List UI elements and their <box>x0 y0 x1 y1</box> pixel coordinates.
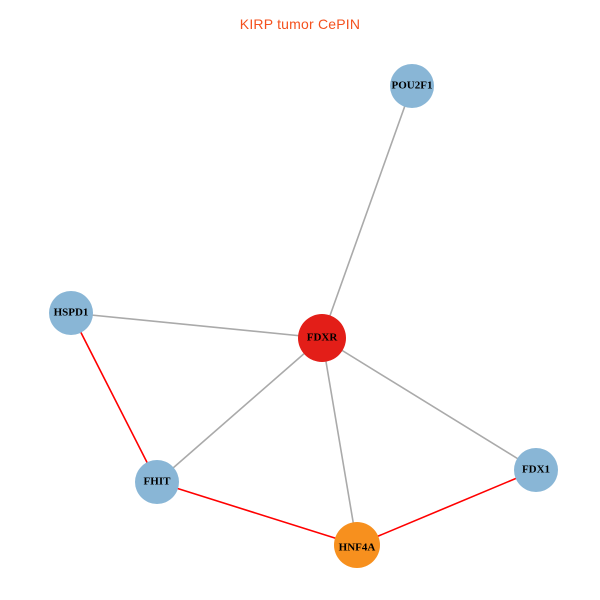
node-fdx1[interactable]: FDX1 <box>514 448 558 492</box>
edge-hspd1-fdxr <box>70 312 323 339</box>
node-fhit[interactable]: FHIT <box>135 460 179 504</box>
node-hspd1[interactable]: HSPD1 <box>49 291 93 335</box>
node-circle-fdxr[interactable] <box>298 314 346 362</box>
node-circle-fhit[interactable] <box>135 460 179 504</box>
edge-fdxr-fdx1 <box>321 337 537 471</box>
node-hnf4a[interactable]: HNF4A <box>334 522 380 568</box>
node-circle-hnf4a[interactable] <box>334 522 380 568</box>
edge-hnf4a-fdx1 <box>356 469 537 546</box>
edge-fhit-hnf4a <box>156 481 358 546</box>
node-circle-fdx1[interactable] <box>514 448 558 492</box>
node-pou2f1[interactable]: POU2F1 <box>390 64 434 108</box>
edge-layer <box>70 85 537 546</box>
page-title: KIRP tumor CePIN <box>239 16 361 32</box>
edge-fdxr-hnf4a <box>321 337 358 546</box>
edge-fhit-fdxr <box>156 337 323 483</box>
node-fdxr[interactable]: FDXR <box>298 314 346 362</box>
edge-hspd1-fhit <box>70 312 158 483</box>
node-circle-hspd1[interactable] <box>49 291 93 335</box>
edge-pou2f1-fdxr <box>321 85 413 339</box>
node-circle-pou2f1[interactable] <box>390 64 434 108</box>
